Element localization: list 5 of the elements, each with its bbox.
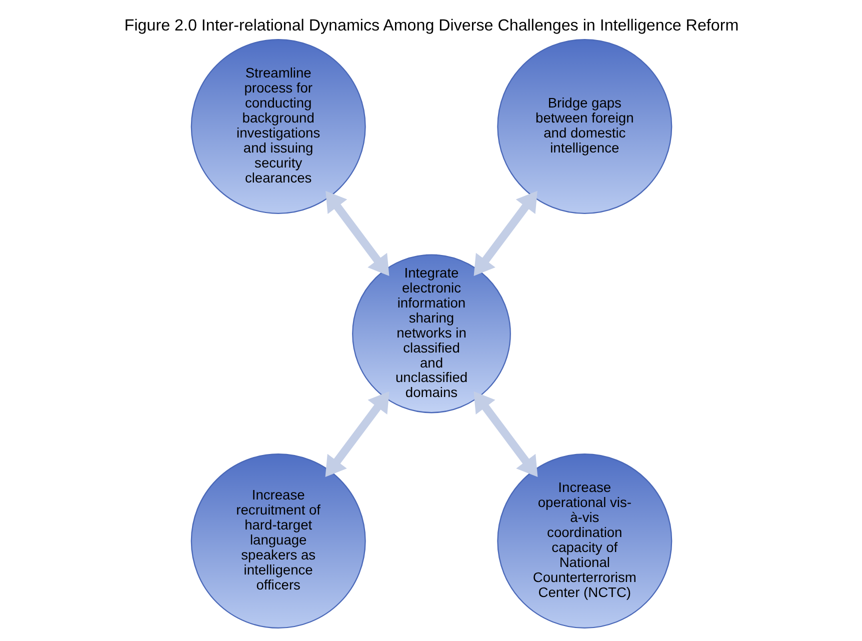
arrow <box>473 190 537 276</box>
arrow <box>325 190 389 276</box>
arrow <box>473 391 538 478</box>
diagram-title: Figure 2.0 Inter-relational Dynamics Among Diverse Challenges in Intelligence Reform <box>124 16 738 35</box>
arrow <box>324 391 389 478</box>
